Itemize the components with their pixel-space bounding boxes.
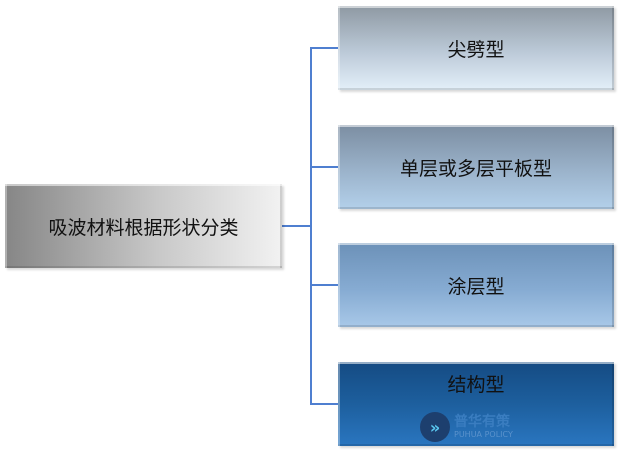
child-label: 单层或多层平板型	[399, 157, 552, 180]
connector-child-4	[310, 403, 338, 405]
child-node-coating: 涂层型	[338, 243, 614, 327]
child-label: 涂层型	[447, 275, 505, 298]
child-label: 结构型	[447, 374, 505, 396]
connector-child-3	[310, 284, 338, 286]
root-label: 吸波材料根据形状分类	[48, 216, 239, 239]
connector-root	[282, 225, 311, 227]
root-node: 吸波材料根据形状分类	[5, 184, 282, 268]
logo-icon: »	[420, 412, 450, 442]
watermark-subtitle: PUHUA POLICY	[454, 430, 513, 439]
connector-child-2	[310, 166, 338, 168]
watermark-text: 普华有策 PUHUA POLICY	[454, 414, 513, 440]
watermark-title: 普华有策	[454, 414, 510, 430]
child-node-flat-plate: 单层或多层平板型	[338, 125, 614, 209]
child-node-wedge: 尖劈型	[338, 6, 614, 90]
connector-child-1	[310, 47, 338, 49]
child-label: 尖劈型	[447, 38, 505, 61]
watermark-logo: » 普华有策 PUHUA POLICY	[420, 412, 513, 442]
connector-trunk	[310, 47, 312, 405]
child-node-structural: 结构型	[338, 362, 614, 446]
